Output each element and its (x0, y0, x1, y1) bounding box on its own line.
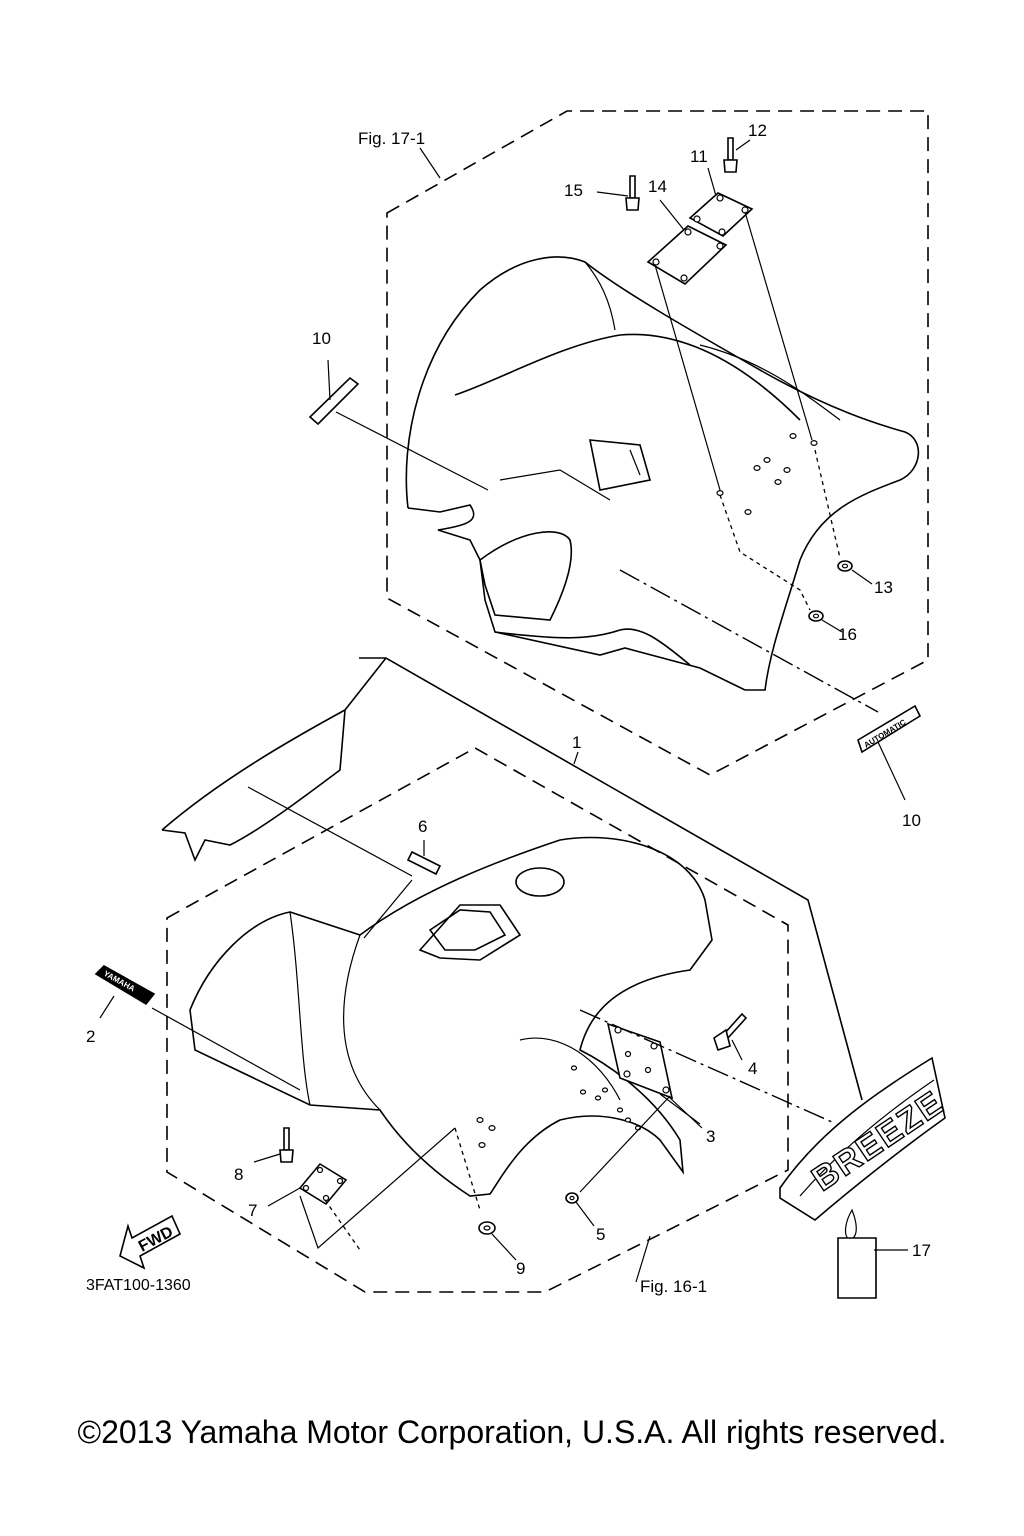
callout-11: 11 (690, 147, 708, 166)
rivet-4 (713, 1012, 748, 1052)
callout-14: 14 (648, 177, 667, 196)
callout-10-lower: 10 (902, 811, 921, 830)
callout-7: 7 (248, 1201, 257, 1220)
callout-13: 13 (874, 578, 893, 597)
decal-6 (406, 850, 442, 876)
decal-automatic: AUTOMATIC (857, 704, 922, 754)
fig-label-top: Fig. 17-1 (358, 129, 425, 148)
callout-4: 4 (748, 1059, 757, 1078)
rivet-12 (723, 137, 738, 173)
plate-11 (688, 192, 754, 237)
washer-16 (808, 610, 824, 622)
copyright-notice: ©2013 Yamaha Motor Corporation, U.S.A. A… (77, 1414, 947, 1450)
plate-7 (298, 1162, 348, 1206)
diagram-code: 3FAT100-1360 (86, 1277, 191, 1294)
callout-3: 3 (706, 1127, 715, 1146)
callout-16: 16 (838, 625, 857, 644)
callout-15: 15 (564, 181, 583, 200)
callout-5: 5 (596, 1225, 605, 1244)
washer-13 (837, 560, 853, 572)
front-fender-lower (161, 657, 713, 1197)
fwd-arrow: FWD (119, 1214, 182, 1270)
washer-9 (478, 1221, 496, 1235)
assembly-outline-1 (359, 657, 863, 1101)
rivet-8 (279, 1127, 294, 1163)
decal-yamaha: YAMAHA (94, 965, 156, 1006)
callout-2: 2 (86, 1027, 95, 1046)
plate-3 (606, 1022, 674, 1100)
callout-9: 9 (516, 1259, 525, 1278)
decal-10-strip (308, 376, 360, 426)
callout-10-upper: 10 (312, 329, 331, 348)
tag-17 (837, 1208, 877, 1299)
callout-6: 6 (418, 817, 427, 836)
callout-12: 12 (748, 121, 767, 140)
decal-breeze: BREEZE (779, 1056, 951, 1221)
rear-fender-upper (405, 256, 920, 691)
callout-8: 8 (234, 1165, 243, 1184)
washer-5 (565, 1192, 579, 1204)
plate-14 (646, 225, 728, 285)
callout-1: 1 (572, 733, 581, 752)
callout-17: 17 (912, 1241, 931, 1260)
boundary-fig-17-1 (386, 110, 929, 776)
boundary-fig-16-1 (166, 747, 789, 1293)
fig-label-bottom: Fig. 16-1 (640, 1277, 707, 1296)
rivet-15 (625, 175, 640, 211)
